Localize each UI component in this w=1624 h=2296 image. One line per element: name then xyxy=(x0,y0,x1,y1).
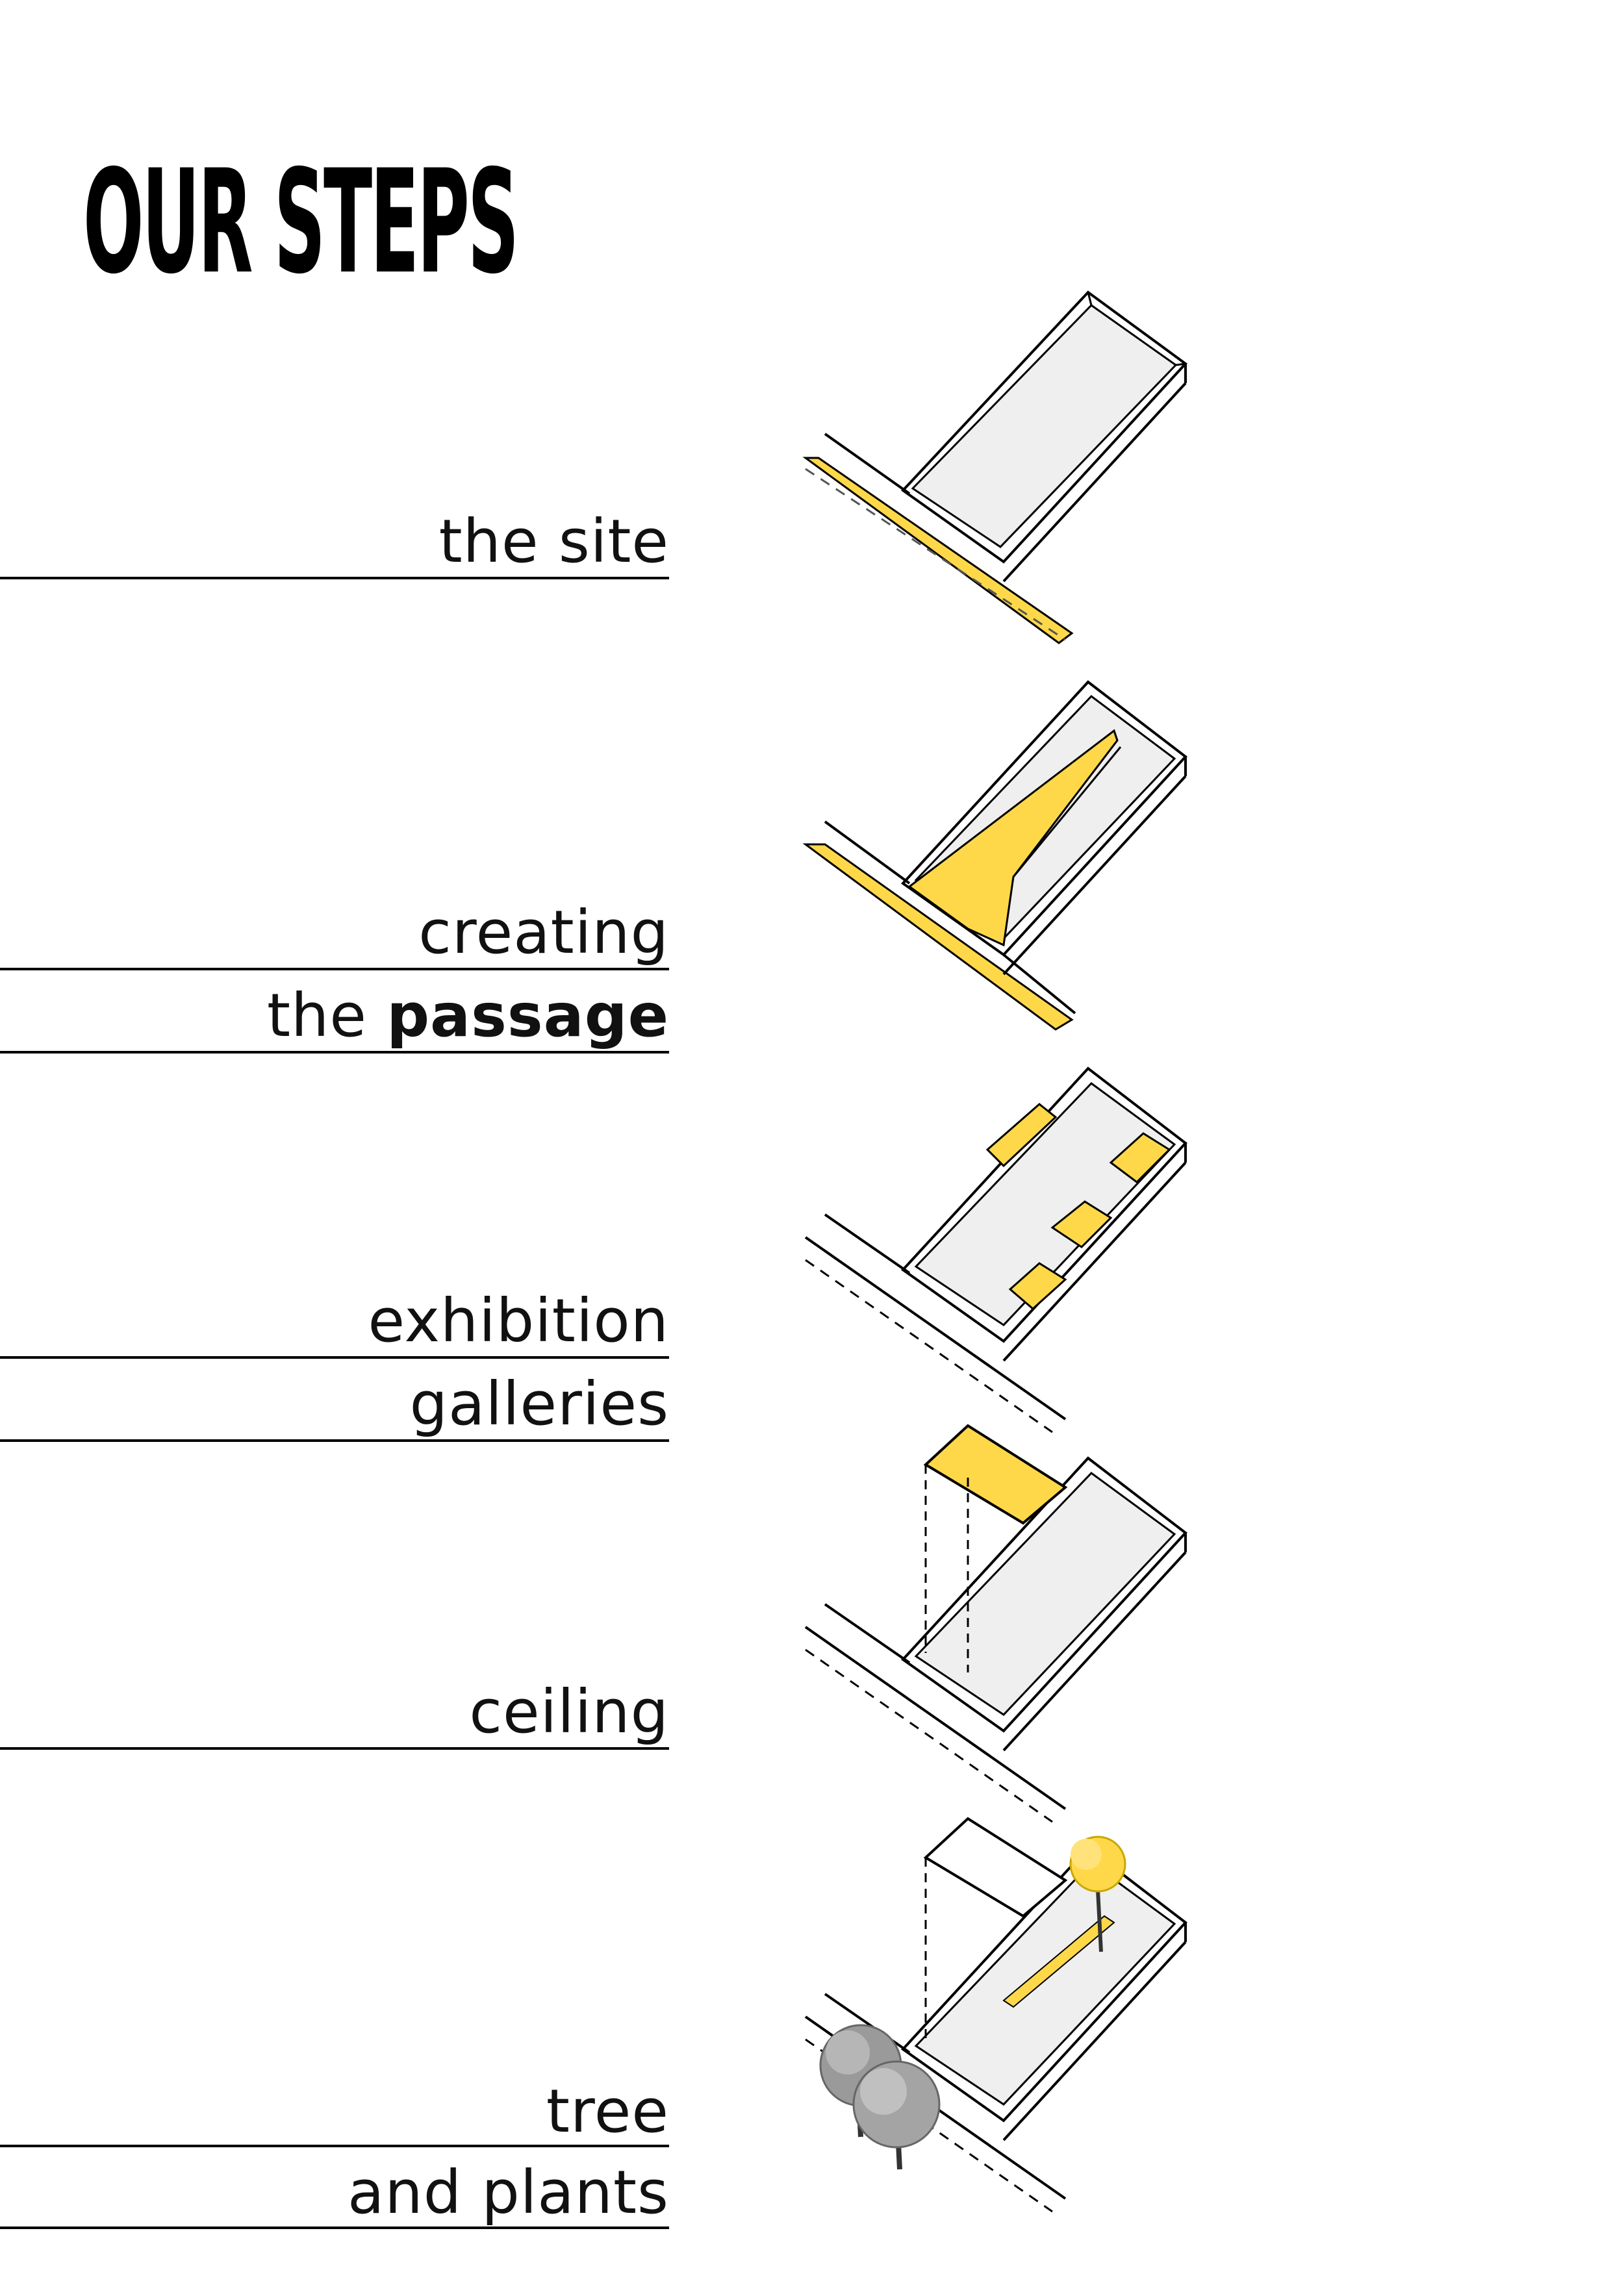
step-label-tree: tree xyxy=(546,2076,669,2146)
step-rule xyxy=(0,1051,669,1053)
step-label-galleries: galleries xyxy=(409,1369,669,1439)
step-label-prefix: the xyxy=(266,981,387,1050)
diagram-ceiling xyxy=(804,1424,1187,1823)
step-rule xyxy=(0,2145,669,2147)
diagram-galleries xyxy=(804,1066,1187,1433)
step-label-exhibition: exhibition xyxy=(368,1286,669,1356)
step-label-the-passage: the passage xyxy=(0,986,669,1046)
step-label-creating: creating xyxy=(418,898,669,967)
step-rule xyxy=(0,577,669,579)
step-rule xyxy=(0,968,669,970)
step-rule xyxy=(0,1439,669,1442)
step-rule xyxy=(0,1747,669,1750)
diagram-trees xyxy=(804,1817,1187,2213)
step-label-bold: passage xyxy=(387,981,669,1050)
step-label-and-plants: and plants xyxy=(348,2158,669,2227)
step-label-ceiling: ceiling xyxy=(469,1677,669,1747)
step-rule xyxy=(0,2227,669,2229)
diagram-passage xyxy=(802,680,1187,1031)
diagram-the-site xyxy=(802,290,1187,644)
step-label-the-site: the site xyxy=(438,507,669,576)
step-rule xyxy=(0,1356,669,1359)
page-title: OUR STEPS xyxy=(83,139,519,305)
